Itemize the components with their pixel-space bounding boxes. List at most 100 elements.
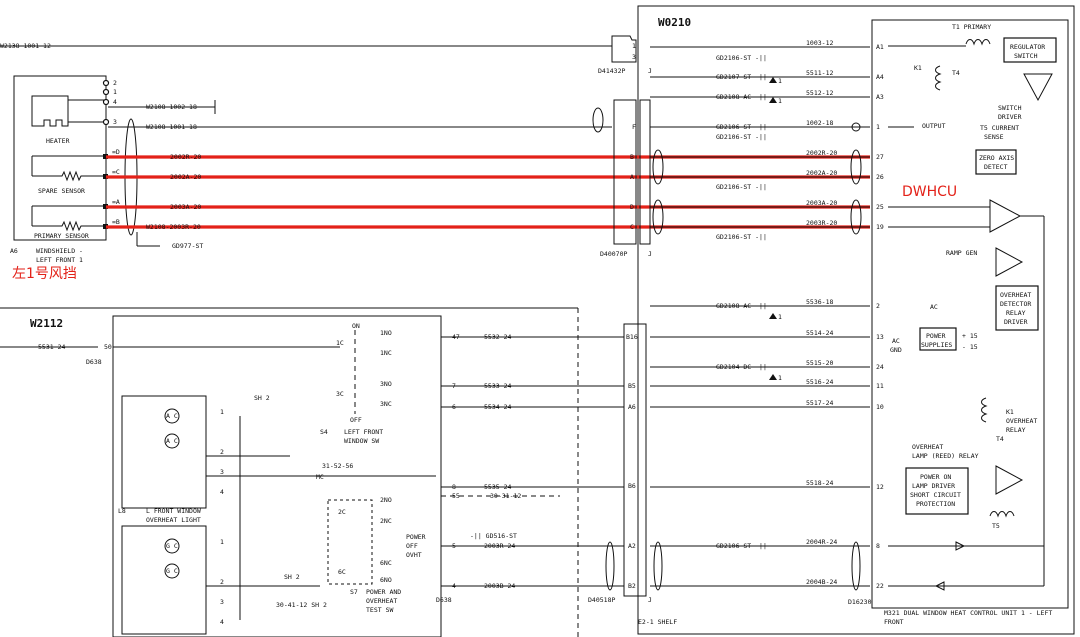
- shield-right-2: [850, 199, 862, 235]
- w0210-wire-label: 2003R-20: [806, 219, 837, 227]
- w0210-wire-label: 2004R-24: [806, 538, 837, 546]
- pin-b5: B5: [628, 382, 636, 390]
- connector-d40070p: [613, 99, 637, 245]
- k1-label: K1: [914, 64, 922, 72]
- ps-2: SUPPLIES: [921, 341, 952, 349]
- w2112-pin: 4: [452, 582, 456, 590]
- s4-name-1: LEFT FRONT: [344, 428, 383, 436]
- s7-off: OFF: [406, 542, 418, 550]
- svg-text:=A: =A: [112, 198, 120, 206]
- s7-2nc: 2NC: [380, 517, 392, 525]
- w0210-wire-label: 5518-24: [806, 479, 833, 487]
- pin-b16: B16: [626, 333, 638, 341]
- w0210-wire-label: 5515-20: [806, 359, 833, 367]
- windshield-ref: A6: [10, 247, 18, 255]
- shield-bottom-left: [605, 541, 615, 591]
- s7-name-2: OVERHEAT: [366, 597, 397, 605]
- t4-winding: [935, 65, 942, 91]
- pin-b2: B2: [628, 582, 636, 590]
- acgnd-2: GND: [890, 346, 902, 354]
- w2112-wire-label: 5534-24: [484, 403, 511, 411]
- ramp-gen-label: RAMP GEN: [946, 249, 977, 257]
- pin-a6: A6: [628, 403, 636, 411]
- s7-2no: 2NO: [380, 496, 392, 504]
- m321-frame: [871, 19, 1069, 609]
- w0210-ground-ref: GD2106-ST -||: [716, 233, 767, 241]
- wire-5531-label: 5531-24: [38, 343, 65, 351]
- s4-3c: 3C: [336, 390, 344, 398]
- svg-text:2: 2: [220, 578, 224, 586]
- w0210-wire-label: 2002A-20: [806, 169, 837, 177]
- w0210-ground-ref: GD2106-ST -||: [716, 123, 767, 131]
- heater-element: [31, 95, 69, 127]
- shield-mid-1: [652, 149, 664, 185]
- w0210-frame: [637, 5, 1075, 635]
- pin-f: F: [632, 123, 636, 131]
- w0210-wire-label: 5516-24: [806, 378, 833, 386]
- mc-ref: 31-52-56: [322, 462, 353, 470]
- svg-text:=B: =B: [112, 218, 120, 226]
- w0210-wire-label: 2003A-20: [806, 199, 837, 207]
- overheat-detector-box: [995, 285, 1039, 331]
- s4-3nc: 3NC: [380, 400, 392, 408]
- lamp-ac-label-1: A C: [166, 412, 178, 420]
- lamp-gc-label-1: G C: [166, 542, 178, 550]
- windshield-chinese-note: 左1号风挡: [12, 266, 77, 282]
- svg-text:3: 3: [113, 118, 117, 126]
- l8-name-1: L FRONT WINDOW: [146, 507, 201, 515]
- zero-axis-2: DETECT: [984, 163, 1008, 171]
- w2112-panel: [112, 315, 442, 637]
- connector-d40518p-label: D40518P: [588, 596, 615, 604]
- w2112-label: W2112: [30, 317, 63, 330]
- wire-2002a: 2002A-20: [170, 173, 201, 181]
- spare-sensor-label: SPARE SENSOR: [38, 187, 85, 195]
- lamp-gc-2: [164, 563, 180, 579]
- w0210-wire-label: 5514-24: [806, 329, 833, 337]
- m321-pin: 22: [876, 582, 884, 590]
- w0210-wire-label: 5511-12: [806, 69, 833, 77]
- k1-relay-2: OVERHEAT: [1006, 417, 1037, 425]
- l8-ref: L8: [118, 507, 126, 515]
- connector-d40070p-label: D40070P: [600, 250, 627, 258]
- lamp-ac-2: [164, 433, 180, 449]
- svg-text:4: 4: [113, 98, 117, 106]
- connector-d41432p-label: D41432P: [598, 67, 625, 75]
- t5-sense-1: T5 CURRENT: [980, 124, 1019, 132]
- w2112-wire-label: 2003R-24: [484, 542, 515, 550]
- l8-pins: 1 2 3 4 1 2 3 4: [220, 408, 224, 626]
- w2112-pin: 6: [452, 403, 456, 411]
- ps-1: POWER: [926, 332, 946, 340]
- acgnd-1: AC: [892, 337, 900, 345]
- l8-name-2: OVERHEAT LIGHT: [146, 516, 201, 524]
- gd516-ref: -|| GD516-ST: [470, 532, 517, 540]
- s7-name-1: POWER AND: [366, 588, 401, 596]
- m321-pin: 12: [876, 483, 884, 491]
- note-markers: 1 1 1 1: [769, 77, 782, 382]
- t1-primary-label: T1 PRIMARY: [952, 23, 991, 31]
- pin-a2: A2: [628, 542, 636, 550]
- w0210-wire-label: 5517-24: [806, 399, 833, 407]
- svg-text:1: 1: [778, 77, 782, 85]
- t1-winding: [965, 39, 991, 46]
- t4b-label: T4: [996, 435, 1004, 443]
- s7-2c: 2C: [338, 508, 346, 516]
- lamp-gc-1: [164, 538, 180, 554]
- spare-sensor-resistor: [32, 170, 106, 182]
- lamp-driver-box: [905, 467, 969, 515]
- od-4: DRIVER: [1004, 318, 1028, 326]
- w0210-ground-ref: GD2106-ST -||: [716, 542, 767, 550]
- light-l8-lower: [121, 525, 207, 635]
- s4-sh2: SH 2: [254, 394, 270, 402]
- w2112-pin: 47: [452, 333, 460, 341]
- ld-2: LAMP DRIVER: [912, 482, 955, 490]
- lamp-amp: [995, 465, 1024, 495]
- primary-sensor-label: PRIMARY SENSOR: [34, 232, 89, 240]
- m15: - 15: [962, 343, 978, 351]
- p15: + 15: [962, 332, 978, 340]
- w2112-pin: 8: [452, 483, 456, 491]
- pin-d: D: [630, 203, 634, 211]
- s7-ref: S7: [350, 588, 358, 596]
- t5-label: T5: [992, 522, 1000, 530]
